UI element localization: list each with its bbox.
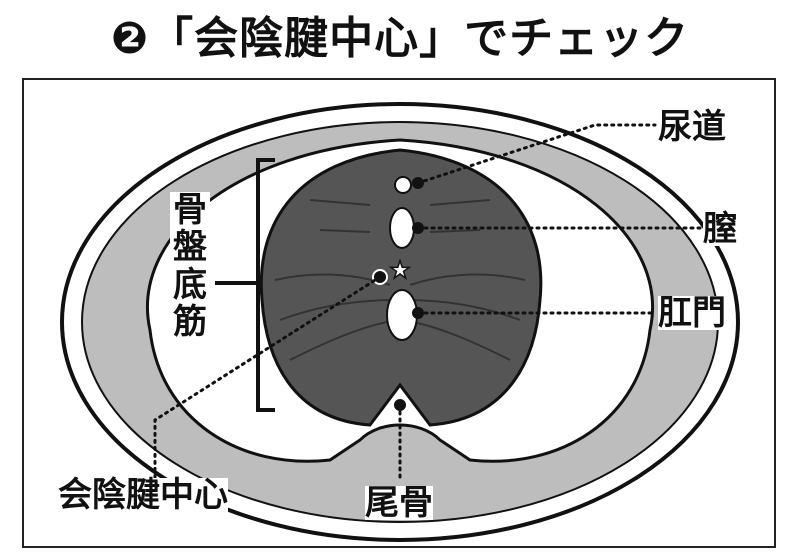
leader-lines — [153, 123, 702, 480]
pelvic-floor-muscle — [259, 148, 543, 427]
vagina-opening — [389, 207, 415, 249]
label-perineal-body: 会陰腱中心 — [58, 475, 228, 515]
label-vagina: 膣 — [703, 209, 737, 249]
urethra-opening — [394, 176, 412, 194]
star-icon: ★ — [389, 256, 411, 284]
pelvic-floor-bracket — [215, 158, 275, 412]
label-anus: 肛門 — [658, 293, 726, 333]
label-urethra: 尿道 — [658, 107, 726, 147]
label-pelvic-floor: 骨盤底筋 — [170, 191, 210, 342]
diagram-frame — [22, 78, 776, 548]
label-coccyx: 尾骨 — [365, 483, 433, 523]
diagram-title: ❷「会陰腱中心」でチェック — [110, 13, 690, 64]
